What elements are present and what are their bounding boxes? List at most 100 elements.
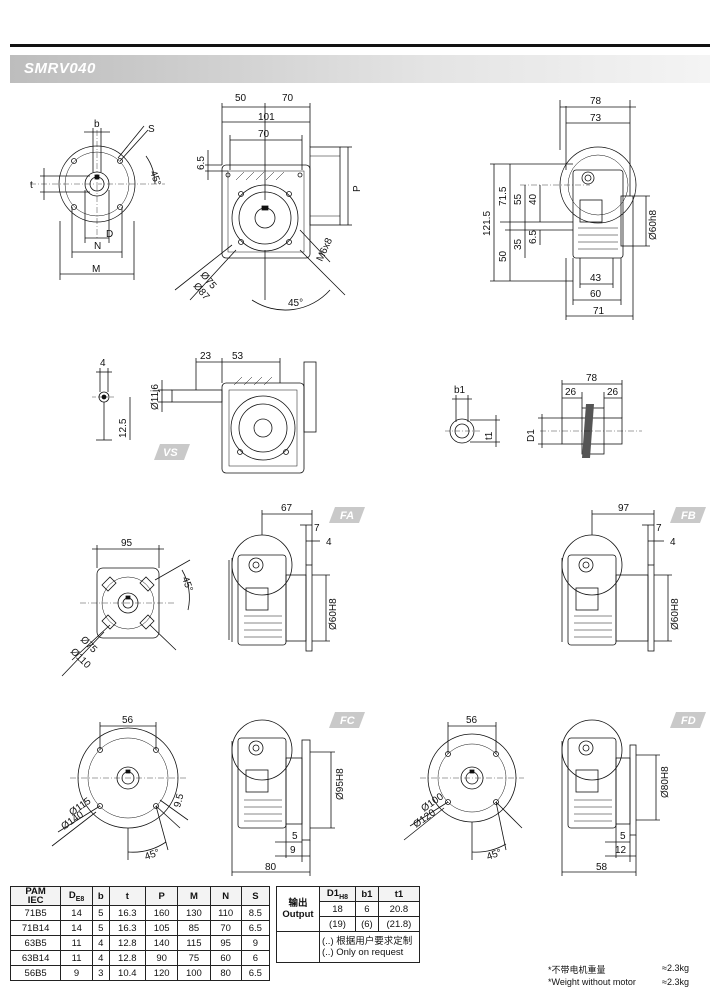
table-cell: 70: [209, 920, 242, 936]
fa-dim-45: 45°: [179, 575, 195, 593]
front-dim-45: 45°: [288, 298, 303, 309]
weight-value-en: ≈2.3kg: [662, 977, 689, 987]
vs-dim-23: 23: [200, 351, 212, 362]
table-cell: 6.5: [240, 920, 271, 936]
fd-dim-58: 58: [596, 862, 608, 873]
fd-dim-45: 45°: [485, 847, 503, 863]
label-n: N: [94, 241, 101, 252]
table-cell: 71B14: [9, 920, 62, 936]
header-d1-text: D1: [326, 887, 340, 899]
vs-shaft-end: 4 12.5: [92, 358, 131, 441]
label-b: b: [94, 119, 100, 130]
fc-tag-bg: [329, 712, 365, 728]
table-cell: 6: [240, 950, 271, 966]
side-dim-40: 40: [528, 193, 539, 205]
header-t: t: [108, 886, 146, 906]
label-d: D: [106, 229, 113, 240]
side-dim-35: 35: [513, 238, 524, 250]
table-cell: (21.8): [377, 916, 421, 932]
fa-flange-view: 95 45° Ø75 Ø110: [61, 538, 195, 677]
table-cell: 9: [60, 965, 93, 981]
fc-tag: FC: [340, 715, 356, 727]
output-note: (..) 根据用户要求定制(..) Only on request: [319, 931, 420, 963]
side-dim-1215: 121.5: [482, 211, 493, 236]
vs-dim-o11j6: Ø11j6: [150, 384, 161, 410]
label-angle: 45°: [147, 169, 163, 187]
table-cell: 10.4: [108, 965, 146, 981]
table-cell: 60: [209, 950, 242, 966]
table-cell: 14: [60, 905, 93, 921]
table-cell: 5: [91, 905, 110, 921]
title-banner: SMRV040: [10, 55, 710, 83]
header-iec: IEC: [27, 895, 44, 906]
fa-dim-7: 7: [314, 523, 320, 534]
fb-dim-o60h8: Ø60H8: [670, 598, 681, 630]
table-cell: 16.3: [108, 905, 146, 921]
front-dim-50: 50: [235, 93, 247, 104]
output-label-en: Output: [282, 909, 314, 920]
table-cell: 85: [177, 920, 211, 936]
side-dim-o60h8: Ø60h8: [648, 210, 659, 240]
header-de: D: [68, 889, 76, 901]
side-dim-55: 55: [513, 193, 524, 205]
note-en: (..) Only on request: [322, 947, 404, 958]
table-cell: 12.8: [108, 935, 146, 951]
fa-dim-95: 95: [121, 538, 133, 549]
fa-dim-67: 67: [281, 503, 293, 514]
top-side-view: 78 73 121.5 71.5 55 40 50 35 6.5 Ø60h8 4…: [482, 96, 659, 320]
front-dim-65: 6.5: [196, 156, 207, 170]
fc-dim-9: 9: [290, 845, 296, 856]
vs-tag-bg: [154, 444, 190, 460]
vs-dim-125: 12.5: [118, 418, 129, 438]
table-cell: 18: [319, 901, 356, 917]
fa-dim-4: 4: [326, 537, 332, 548]
shaft-label-b1: b1: [454, 385, 466, 396]
header-de8: DE8: [60, 886, 93, 906]
fd-dim-12: 12: [615, 845, 627, 856]
side-dim-50: 50: [498, 250, 509, 262]
table-cell: 140: [144, 935, 179, 951]
header-b1: b1: [354, 886, 379, 902]
header-n: N: [209, 886, 242, 906]
fc-dim-80: 80: [265, 862, 277, 873]
header-d1-sub: H8: [339, 893, 349, 901]
fa-tag-bg: [329, 507, 365, 523]
side-dim-60: 60: [590, 289, 602, 300]
table-row: (19) (6) (21.8): [277, 916, 421, 932]
fb-tag-bg: [670, 507, 706, 523]
note-cn: (..) 根据用户要求定制: [322, 936, 413, 947]
side-dim-73: 73: [590, 113, 602, 124]
table-cell: 11: [60, 935, 93, 951]
fb-side-view: 97 7 4 Ø60H8: [561, 503, 681, 652]
model-title: SMRV040: [24, 60, 96, 77]
table-cell: 120: [144, 965, 179, 981]
fb-dim-7: 7: [656, 523, 662, 534]
fa-dim-o60h8: Ø60H8: [328, 598, 339, 630]
side-dim-78: 78: [590, 96, 602, 107]
fc-dim-45: 45°: [143, 847, 161, 863]
shaft-label-t1: t1: [484, 431, 495, 440]
fa-tag: FA: [340, 510, 354, 522]
fd-dim-5: 5: [620, 831, 626, 842]
top-flange-view: b S 45° t D N M: [30, 119, 165, 280]
table-cell: 12.8: [108, 950, 146, 966]
table-cell: 9: [240, 935, 271, 951]
weight-note-cn: *不带电机重量: [548, 965, 606, 975]
side-dim-43: 43: [590, 273, 602, 284]
header-p: P: [144, 886, 179, 906]
table-cell: 63B5: [9, 935, 62, 951]
output-hollow-shaft: 78 26 26 D1: [526, 373, 642, 458]
table-cell: 14: [60, 920, 93, 936]
fd-flange-view: 56 Ø100 Ø120 45°: [403, 715, 524, 863]
header-d1: D1H8: [319, 886, 356, 902]
fd-side-view: Ø80H8 5 12 58: [561, 719, 671, 876]
fd-dim-56: 56: [466, 715, 478, 726]
